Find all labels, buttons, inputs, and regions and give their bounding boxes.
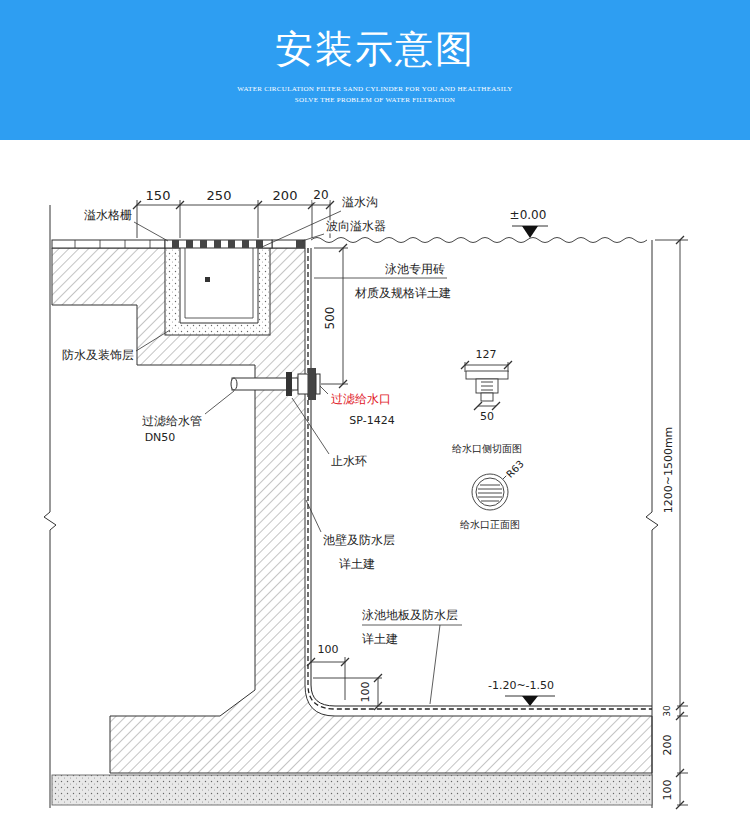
water-stop-ring bbox=[286, 372, 292, 396]
tile-finish bbox=[311, 248, 652, 706]
deck-slab bbox=[272, 240, 305, 248]
grating-bars bbox=[172, 240, 263, 248]
dimension: 50 bbox=[479, 411, 495, 423]
part-label: 泳池专用砖 bbox=[384, 263, 446, 276]
subtitle: WATER CIRCULATION FILTER SAND CYLINDER F… bbox=[237, 86, 512, 94]
dimension: 500 bbox=[324, 306, 337, 331]
dimension: 1200~1500mm bbox=[663, 426, 675, 515]
dimension-lines bbox=[133, 200, 688, 809]
part-label: 溢水沟 bbox=[341, 196, 379, 209]
dimension: R63 bbox=[503, 457, 526, 480]
note: 材质及规格详土建 bbox=[354, 287, 452, 300]
note: 详土建 bbox=[338, 558, 376, 571]
water-surface bbox=[311, 238, 647, 243]
level-mark: ±0.00 bbox=[509, 209, 548, 222]
inlet-body bbox=[298, 374, 308, 394]
dimension: 127 bbox=[475, 349, 498, 361]
inlet-cap bbox=[316, 374, 320, 394]
model-number: SP-1424 bbox=[348, 415, 395, 427]
pipe-size: DN50 bbox=[144, 432, 177, 444]
page-title: 安装示意图 bbox=[275, 29, 475, 71]
overflow-grating bbox=[165, 240, 272, 248]
inlet-flange bbox=[308, 368, 316, 400]
dimension: 100 bbox=[360, 681, 372, 704]
pipe-end bbox=[231, 378, 237, 390]
part-label: 防水及装饰层 bbox=[61, 349, 135, 362]
part-label: 波向溢水器 bbox=[325, 220, 387, 233]
view-title: 给水口侧切面图 bbox=[451, 443, 523, 454]
dimension: 20 bbox=[312, 189, 329, 202]
part-label: 池壁及防水层 bbox=[322, 534, 396, 547]
gutter-marker bbox=[205, 277, 210, 282]
gutter-cut bbox=[165, 248, 270, 335]
gravel-dots bbox=[52, 775, 652, 805]
dimension: 200 bbox=[662, 734, 674, 757]
dimension: 30 bbox=[663, 704, 673, 717]
gravel-layer bbox=[52, 775, 652, 805]
subtitle: SOLVE THE PROBLEM OF WATER FILTRATION bbox=[295, 97, 455, 105]
waterproof-layer bbox=[308, 248, 652, 709]
part-label: 溢水格栅 bbox=[83, 209, 133, 222]
note: 详土建 bbox=[361, 633, 399, 646]
dimension: 100 bbox=[317, 644, 340, 656]
leader-lines bbox=[134, 211, 462, 704]
inlet-side-view bbox=[461, 361, 512, 410]
part-label: 过滤给水管 bbox=[141, 415, 203, 428]
part-label: 止水环 bbox=[330, 455, 368, 468]
concrete-structure bbox=[52, 248, 652, 773]
level-triangle bbox=[522, 226, 538, 238]
part-label: 过滤给水口 bbox=[330, 393, 392, 406]
dimension: 100 bbox=[662, 779, 674, 802]
gutter-channel bbox=[180, 248, 258, 323]
dimension: 250 bbox=[206, 189, 233, 203]
view-title: 给水口正面图 bbox=[459, 519, 521, 530]
dimension: 150 bbox=[145, 189, 172, 203]
part-label: 泳池地板及防水层 bbox=[361, 609, 459, 622]
level-mark: -1.20~-1.50 bbox=[487, 680, 555, 692]
level-triangle bbox=[522, 696, 538, 706]
gutter-infill bbox=[165, 248, 270, 335]
inlet-front-view bbox=[472, 474, 508, 510]
overflow-device bbox=[296, 240, 305, 248]
deck-slab bbox=[52, 240, 165, 248]
deck-tiles bbox=[75, 240, 150, 248]
dimension: 200 bbox=[272, 189, 299, 203]
gutter-lining bbox=[185, 248, 253, 318]
